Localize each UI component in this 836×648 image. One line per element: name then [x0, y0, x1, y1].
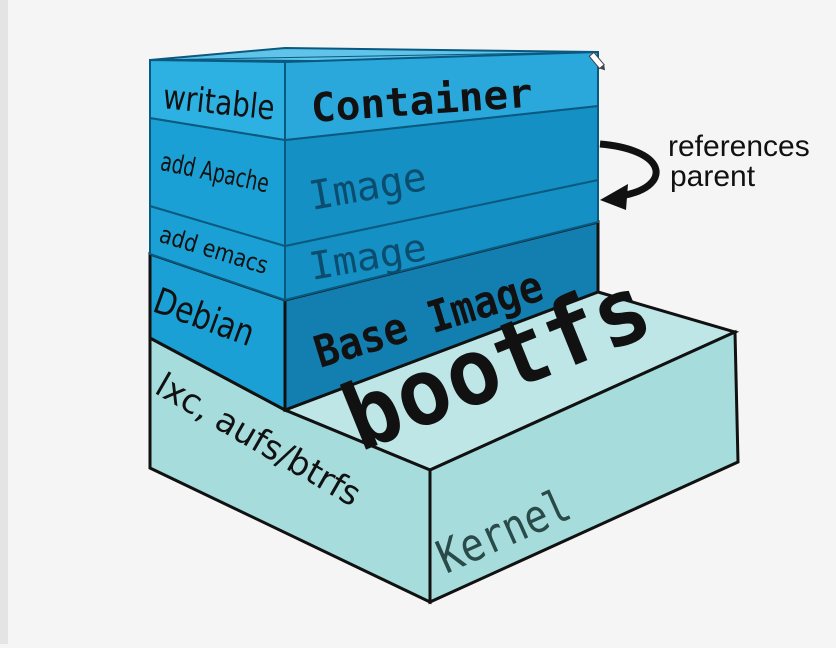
apache-layer [149, 104, 599, 248]
kernel-slab [148, 290, 740, 605]
curved-arrow-path [599, 140, 660, 200]
annotation-line-2: parent [670, 160, 756, 193]
container-layer [149, 46, 599, 142]
kernel-front-face [428, 329, 740, 605]
container-front-face [284, 50, 599, 142]
frame-edge [0, 0, 8, 644]
debian-layer [148, 220, 600, 413]
pencil-cursor-icon [588, 51, 606, 71]
container-back-edge [149, 51, 599, 61]
annotation-line-1: references [668, 130, 810, 163]
reference-arrow [599, 140, 660, 210]
arrow-head-icon [600, 184, 628, 210]
